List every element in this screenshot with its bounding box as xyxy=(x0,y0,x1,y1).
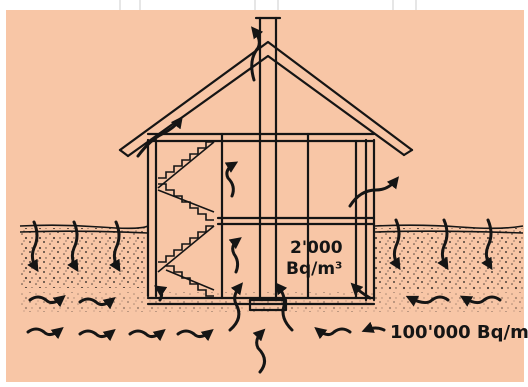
indoor-concentration-value: 2'000 xyxy=(290,238,343,258)
soil-concentration-label: 100'000 Bq/m³ xyxy=(390,322,528,343)
indoor-concentration-unit: Bq/m³ xyxy=(286,259,343,279)
